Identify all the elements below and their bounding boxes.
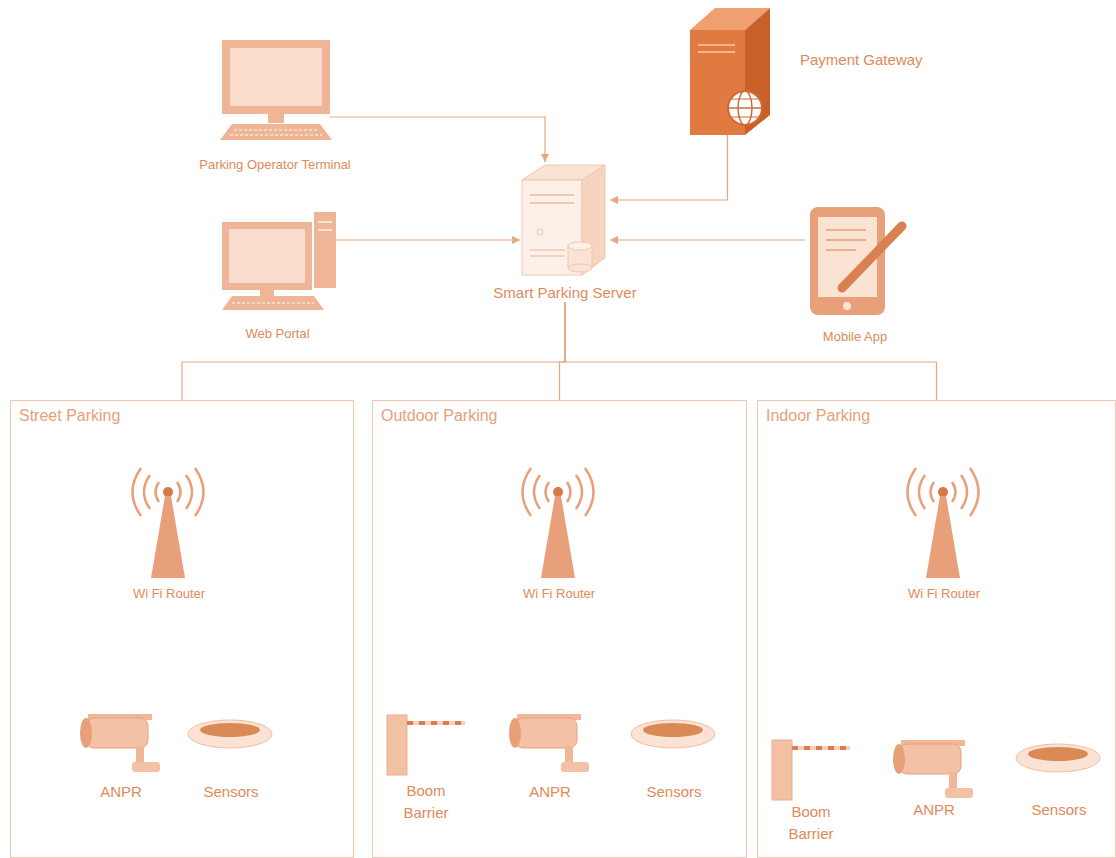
mobile-app-icon — [810, 207, 902, 315]
node-label: Wi Fi Router — [523, 586, 595, 602]
router-icon — [133, 468, 204, 578]
sensor-icon — [1016, 744, 1100, 772]
camera-node: ANPR — [889, 739, 979, 819]
zone-heading: Outdoor Parking — [381, 407, 498, 425]
zone-box: Indoor Parking Wi Fi RouterBoom Barrier AN… — [757, 400, 1116, 858]
sensor-node: Sensors — [624, 716, 724, 801]
sensor-node: Sensors — [181, 716, 281, 801]
sensor-node: Sensors — [1009, 739, 1109, 819]
web-portal-icon — [222, 212, 336, 310]
server-icon — [522, 165, 605, 275]
connector-line — [560, 302, 566, 400]
node-label: Boom Barrier — [395, 780, 457, 824]
camera-icon — [893, 740, 973, 798]
camera-icon — [509, 714, 589, 772]
zone-heading: Indoor Parking — [766, 407, 870, 425]
zone-heading: Street Parking — [19, 407, 120, 425]
connector-line — [335, 239, 520, 240]
portal-node: Web Portal — [220, 210, 335, 342]
zone-box: Street Parking Wi Fi RouterANPR Sensors — [10, 400, 354, 858]
sensor-icon — [631, 720, 715, 748]
node-label: Payment Gateway — [800, 52, 923, 68]
barrier-node: Boom Barrier — [766, 739, 856, 845]
node-label: Sensors — [1031, 801, 1086, 819]
terminal-icon — [220, 40, 332, 140]
node-label: Smart Parking Server — [493, 284, 636, 302]
server-node: Smart Parking Server — [520, 162, 610, 302]
node-label: Web Portal — [245, 326, 309, 342]
node-label: ANPR — [913, 801, 955, 819]
barrier-icon — [387, 715, 465, 775]
router-icon — [523, 468, 594, 578]
node-label: Sensors — [646, 783, 701, 801]
barrier-icon — [772, 740, 850, 800]
sensor-icon — [188, 720, 272, 748]
camera-node: ANPR — [76, 716, 166, 801]
connector-line — [565, 302, 937, 400]
node-label: Sensors — [203, 783, 258, 801]
router-node: Wi Fi Router — [114, 459, 224, 602]
node-label: Wi Fi Router — [908, 586, 980, 602]
connector-line — [610, 239, 805, 240]
node-label: ANPR — [100, 783, 142, 801]
node-label: Wi Fi Router — [133, 586, 205, 602]
node-label: ANPR — [529, 783, 571, 801]
barrier-node: Boom Barrier — [381, 716, 471, 824]
node-label: Parking Operator Terminal — [199, 157, 351, 173]
app-node: Mobile App — [805, 205, 905, 345]
router-icon — [908, 468, 979, 578]
payment-gateway-icon — [690, 8, 770, 135]
camera-node: ANPR — [505, 716, 595, 801]
camera-icon — [80, 714, 160, 772]
connector-line — [330, 117, 545, 162]
router-node: Wi Fi Router — [504, 459, 614, 602]
node-label: Mobile App — [823, 329, 887, 345]
connector-line — [610, 135, 728, 200]
router-node: Wi Fi Router — [889, 459, 999, 602]
node-label: Boom Barrier — [780, 801, 842, 845]
gateway-node: Payment Gateway — [685, 5, 770, 135]
terminal-node: Parking Operator Terminal — [220, 38, 330, 173]
zone-box: Outdoor Parking Wi Fi RouterBoom Barrier A… — [372, 400, 747, 858]
connector-line — [182, 302, 565, 400]
